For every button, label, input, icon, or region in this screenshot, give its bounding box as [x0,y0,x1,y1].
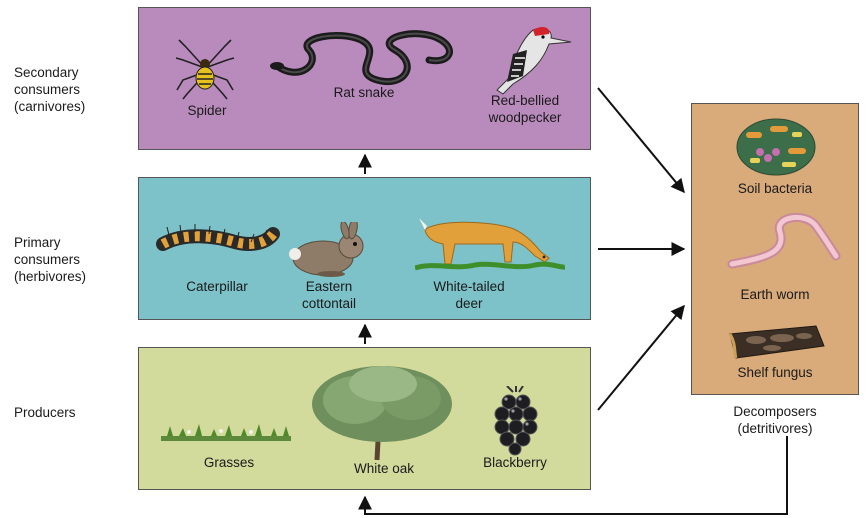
arrow-producers-to-decomposers [598,306,684,410]
arrow-secondary-to-decomposers [598,88,684,192]
arrow-decomposers-to-producers [365,436,787,514]
